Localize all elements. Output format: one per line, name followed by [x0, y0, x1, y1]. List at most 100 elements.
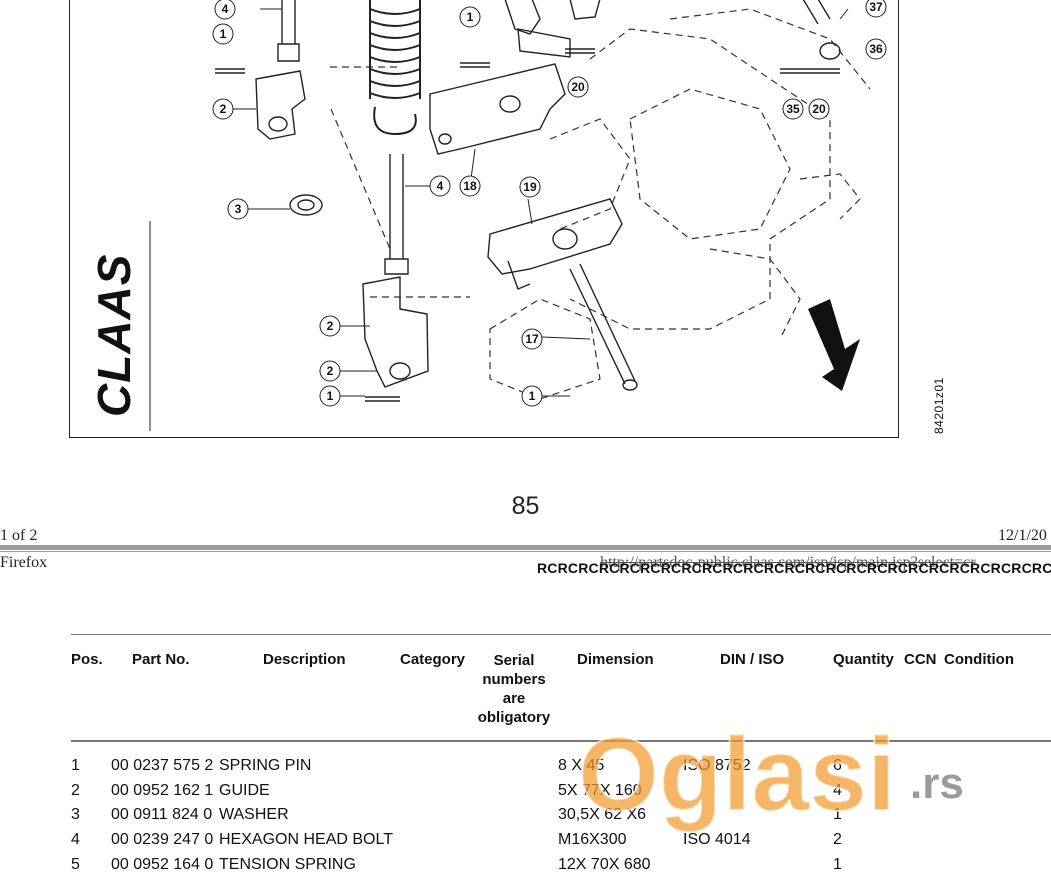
header-din-iso: DIN / ISO	[720, 651, 785, 668]
table-row: 4 00 0239 247 0 HEXAGON HEAD BOLT M16X30…	[0, 831, 1051, 855]
cell-description: WASHER	[219, 806, 289, 823]
cell-pos: 1	[71, 757, 80, 774]
cell-pos: 3	[71, 806, 80, 823]
svg-text:20: 20	[571, 80, 585, 94]
page-number: 85	[511, 492, 540, 520]
cell-part-no: 00 0952 164 0	[111, 856, 214, 873]
header-description: Description	[263, 651, 346, 668]
header-serial-line-3: are	[502, 690, 526, 707]
print-date: 12/1/20	[998, 527, 1047, 544]
cell-quantity: 1	[833, 856, 842, 873]
cell-pos: 4	[71, 831, 80, 848]
svg-text:18: 18	[463, 179, 477, 193]
callout-1-centre: 1	[459, 6, 481, 28]
header-condition: Condition	[944, 651, 1014, 668]
table-row: 1 00 0237 575 2 SPRING PIN 8 X 45 ISO 87…	[0, 757, 1051, 781]
watermark-text: Oglasi	[578, 717, 896, 833]
svg-text:20: 20	[812, 102, 826, 116]
cell-quantity: 4	[833, 782, 842, 799]
cell-quantity: 2	[833, 831, 842, 848]
callout-1-bottom: 1	[521, 385, 543, 407]
page-break-divider	[0, 545, 1051, 550]
cell-part-no: 00 0237 575 2	[111, 757, 214, 774]
callout-17: 17	[521, 328, 543, 350]
svg-text:35: 35	[786, 102, 800, 116]
svg-text:36: 36	[869, 42, 883, 56]
header-serial-line-1: Serial	[493, 652, 535, 669]
callout-2-lower-b: 2	[319, 360, 341, 382]
callout-20-right: 20	[808, 98, 830, 120]
cell-part-no: 00 0911 824 0	[111, 806, 213, 823]
cell-part-no: 00 0239 247 0	[111, 831, 214, 848]
cell-description: HEXAGON HEAD BOLT	[219, 831, 393, 848]
svg-text:4: 4	[222, 2, 229, 16]
header-pos: Pos.	[71, 651, 103, 668]
svg-text:2: 2	[327, 364, 334, 378]
cell-quantity: 6	[833, 757, 842, 774]
header-category: Category	[400, 651, 466, 668]
callout-35: 35	[782, 98, 804, 120]
cell-din-iso: ISO 4014	[683, 831, 751, 848]
svg-text:1: 1	[220, 27, 227, 41]
svg-text:1: 1	[529, 389, 536, 403]
svg-text:3: 3	[235, 202, 242, 216]
print-page-counter: 1 of 2	[0, 527, 38, 544]
callout-37: 37	[865, 0, 887, 18]
claas-logo: CLAAS	[88, 221, 151, 431]
svg-text:2: 2	[220, 102, 227, 116]
header-serial-line-4: obligatory	[477, 709, 551, 726]
callout-1-top: 1	[212, 23, 234, 45]
table-top-rule	[71, 634, 1051, 635]
direction-arrow-icon	[808, 299, 860, 391]
cell-pos: 2	[71, 782, 80, 799]
table-header-rule	[71, 740, 1051, 742]
svg-text:17: 17	[525, 332, 539, 346]
callout-2-lower-a: 2	[319, 315, 341, 337]
cell-part-no: 00 0952 162 1	[111, 782, 214, 799]
cell-description: GUIDE	[219, 782, 270, 799]
header-part-no: Part No.	[132, 651, 190, 668]
cell-description: TENSION SPRING	[219, 856, 356, 873]
page-break-divider-thin	[0, 551, 1051, 552]
table-row: 5 00 0952 164 0 TENSION SPRING 12X 70X 6…	[0, 856, 1051, 880]
callout-4-centre: 4	[429, 175, 451, 197]
callout-20-top: 20	[567, 76, 589, 98]
svg-text:1: 1	[327, 389, 334, 403]
header-quantity: Quantity	[833, 651, 894, 668]
callout-3: 3	[227, 198, 249, 220]
svg-text:4: 4	[437, 179, 444, 193]
callout-1-lower: 1	[319, 385, 341, 407]
header-serial-numbers: Serial numbers are obligatory	[469, 651, 559, 727]
oglasi-watermark: Oglasi .rs	[578, 716, 964, 834]
callout-18: 18	[459, 175, 481, 197]
header-serial-line-2: numbers	[482, 671, 546, 688]
cell-quantity: 1	[833, 806, 842, 823]
page-url: http://partsdoc-public.claas.com/jsp/jsp…	[600, 554, 976, 571]
callout-2-upper: 2	[212, 98, 234, 120]
callout-36: 36	[865, 38, 887, 60]
rc-header-strip: RCRCRCRCRCRCRCRCRCRCRCRCRCRCRCRCRCRCRCRC…	[537, 560, 1051, 576]
cell-description: SPRING PIN	[219, 757, 312, 774]
watermark-suffix: .rs	[910, 759, 964, 808]
svg-text:19: 19	[523, 180, 537, 194]
svg-text:CLAAS: CLAAS	[88, 254, 140, 417]
cell-dimension: 8 X 45	[558, 757, 605, 774]
svg-text:2: 2	[327, 319, 334, 333]
table-row: 2 00 0952 162 1 GUIDE 5X 77X 160 4	[0, 782, 1051, 806]
header-dimension: Dimension	[577, 651, 654, 668]
browser-name: Firefox	[0, 554, 48, 571]
cell-dimension: M16X300	[558, 831, 627, 848]
cell-dimension: 12X 70X 680	[558, 856, 651, 873]
header-ccn: CCN	[904, 651, 937, 668]
cell-din-iso: ISO 8752	[683, 757, 751, 774]
callout-4-top: 4	[214, 0, 236, 20]
cell-dimension: 5X 77X 160	[558, 782, 642, 799]
svg-text:37: 37	[869, 0, 883, 14]
exploded-view-drawing: 4 1 2 3 1 4 18 19 2 2 1 17 1 20 35 20 36…	[88, 0, 887, 431]
parts-diagram: 4 1 2 3 1 4 18 19 2 2 1 17 1 20 35 20 36…	[69, 0, 946, 438]
table-row: 3 00 0911 824 0 WASHER 30,5X 62 X6 1	[0, 806, 1051, 830]
cell-dimension: 30,5X 62 X6	[558, 806, 647, 823]
drawing-code: 84201z01	[932, 377, 946, 434]
callout-19: 19	[519, 176, 541, 198]
cell-pos: 5	[71, 856, 80, 873]
